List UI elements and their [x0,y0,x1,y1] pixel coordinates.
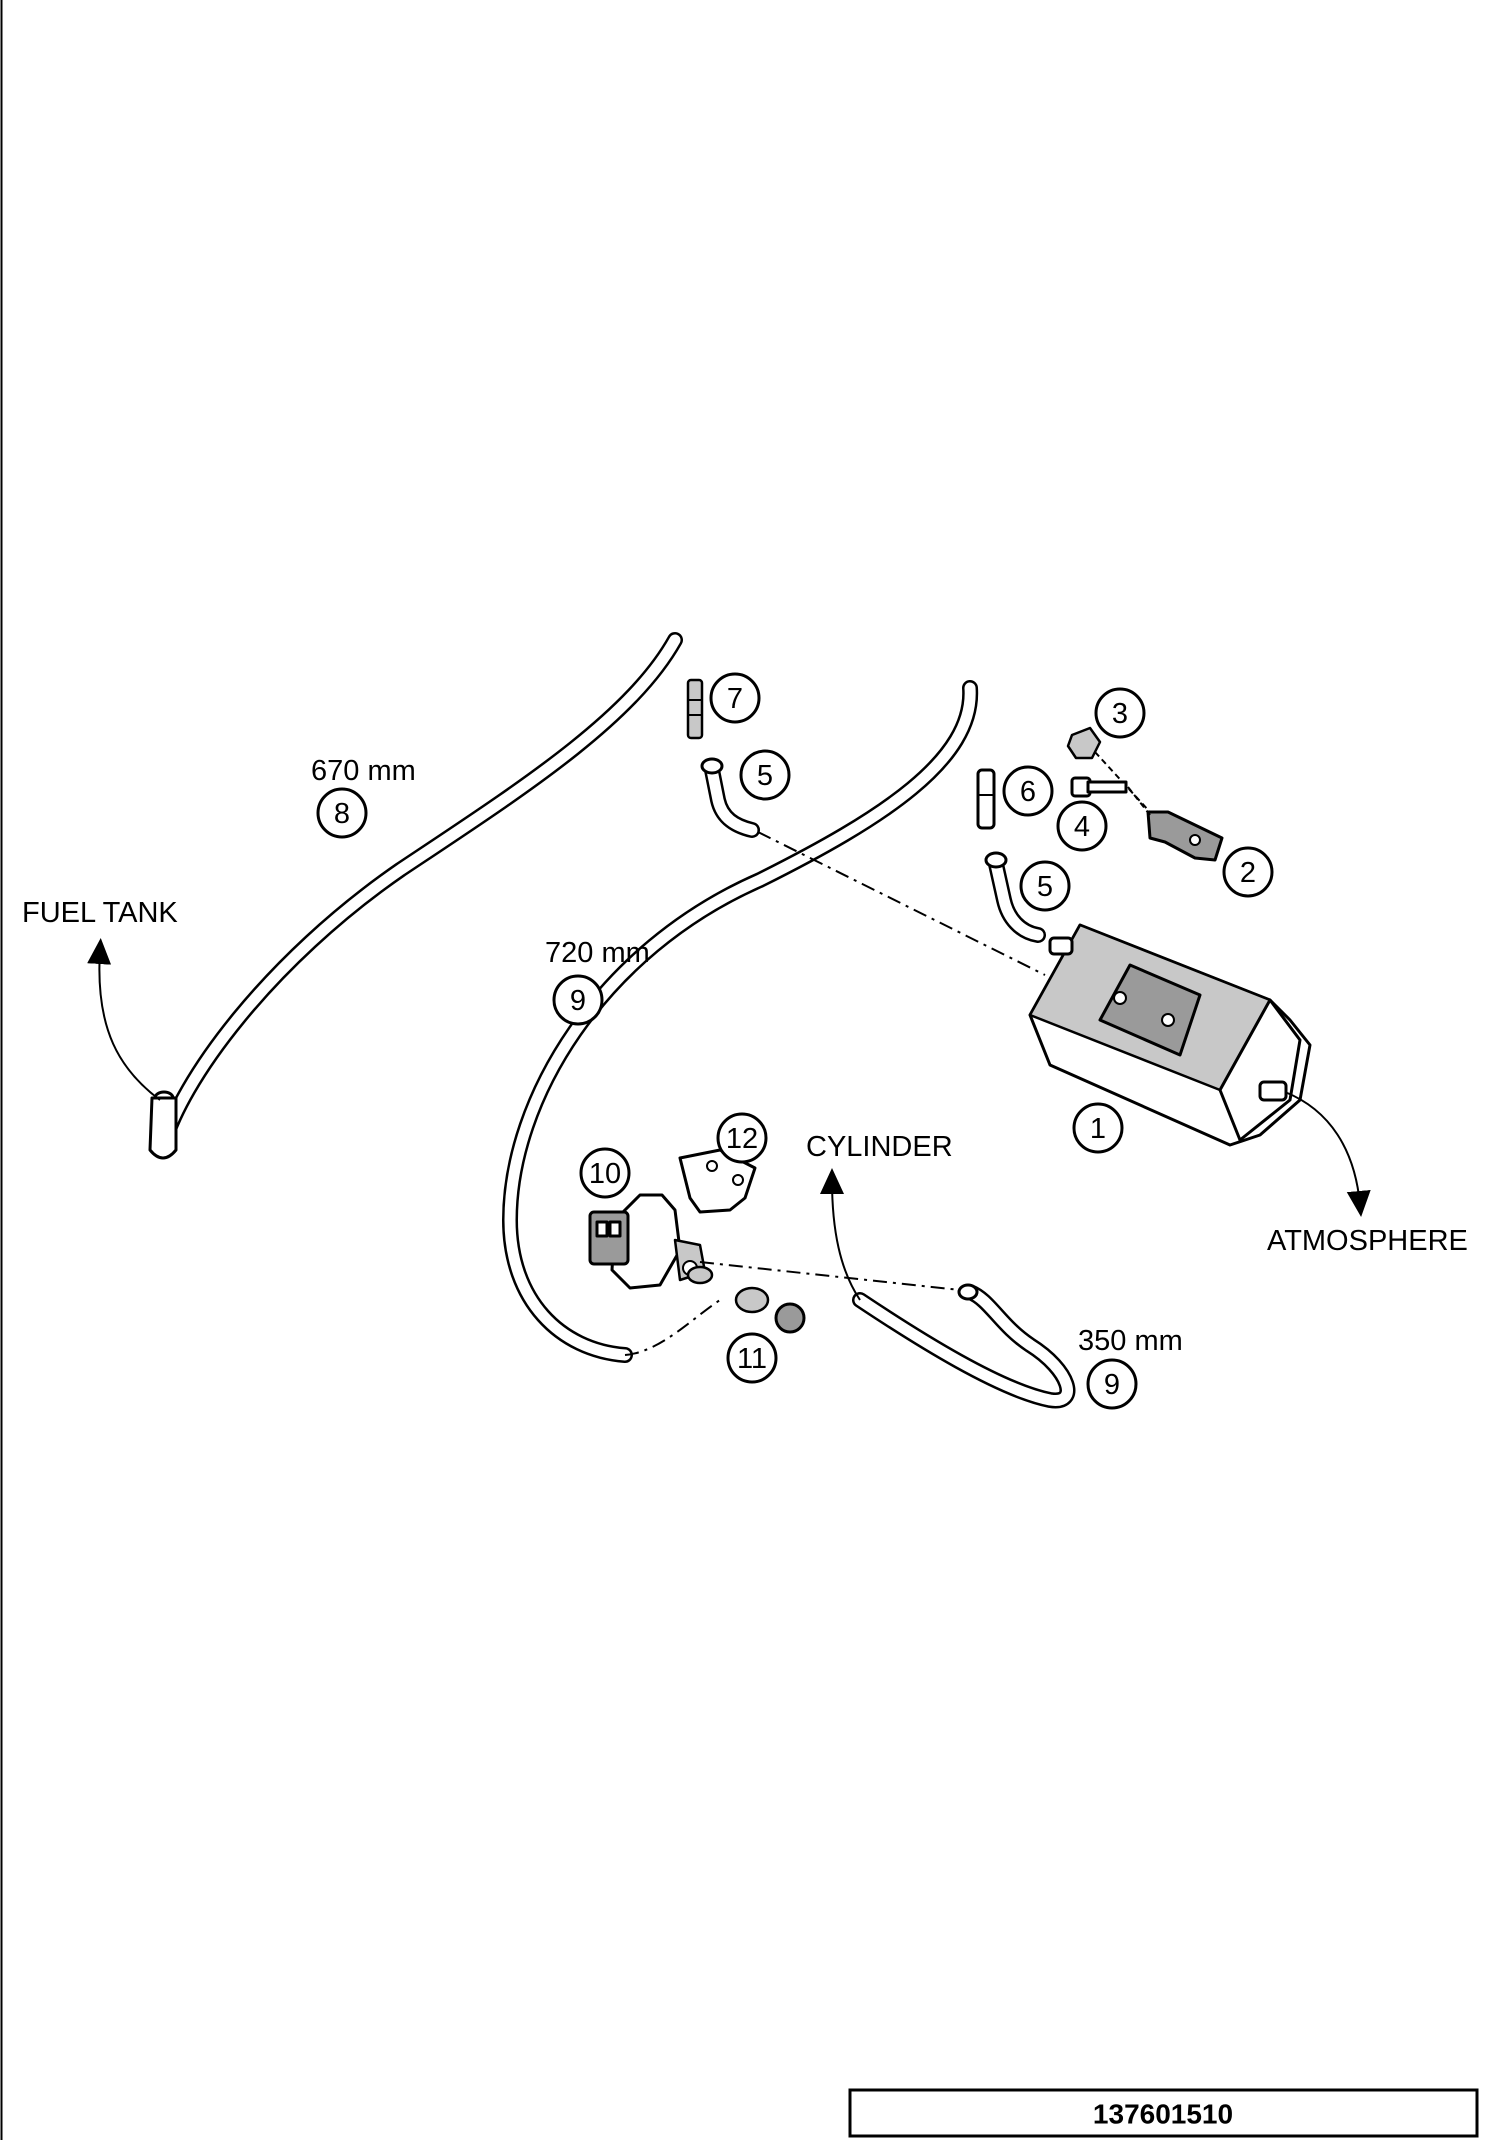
elbow-hose-lower [984,851,1046,943]
svg-text:1: 1 [1090,1113,1106,1145]
document-number-box: 137601510 [848,2088,1479,2138]
svg-text:7: 7 [727,683,743,715]
atmosphere-arrow [1284,1091,1371,1217]
svg-text:12: 12 [726,1123,758,1155]
hose-350mm [852,1283,1076,1409]
screw [1070,776,1151,816]
callout-2: 2 [1222,846,1274,898]
connector-check [686,678,704,740]
callout-4: 4 [1056,800,1108,852]
callout-5-upper: 5 [739,749,791,801]
fuel-tank-arrow [87,938,161,1101]
callout-6: 6 [1002,765,1054,817]
callout-8: 8 [316,787,368,839]
purge-valve [588,1193,714,1290]
leader-elbow-canister [757,831,1046,976]
svg-text:5: 5 [1037,871,1053,903]
leader-valve-hose [699,1261,961,1291]
dimension-720mm: 720 mm [545,937,650,969]
svg-text:5: 5 [757,760,773,792]
callout-5-lower: 5 [1019,860,1071,912]
charcoal-canister [1028,923,1312,1147]
svg-text:3: 3 [1112,698,1128,730]
dimension-670mm: 670 mm [311,755,416,787]
label-atmosphere: ATMOSPHERE [1267,1225,1468,1257]
svg-text:9: 9 [570,985,586,1017]
bracket [1146,810,1224,862]
callout-9-lower: 9 [1086,1358,1138,1410]
svg-text:2: 2 [1240,857,1256,889]
svg-text:10: 10 [589,1158,621,1190]
svg-text:6: 6 [1020,776,1036,808]
svg-text:4: 4 [1074,811,1090,843]
callout-11: 11 [726,1332,778,1384]
callout-1: 1 [1072,1102,1124,1154]
callout-7: 7 [709,672,761,724]
leader-hose720-valve [624,1299,721,1356]
hose-clip [734,1286,806,1334]
svg-text:11: 11 [737,1343,767,1375]
cylinder-arrow [820,1168,861,1301]
hose-670mm [148,632,683,1160]
callout-10: 10 [579,1147,631,1199]
connector-straight [976,768,996,830]
dimension-350mm: 350 mm [1078,1325,1183,1357]
svg-text:9: 9 [1104,1369,1120,1401]
elbow-hose-upper [700,757,760,838]
callout-9-upper: 9 [552,974,604,1026]
svg-text:8: 8 [334,798,350,830]
callout-3: 3 [1094,687,1146,739]
label-cylinder: CYLINDER [806,1131,953,1163]
callout-12: 12 [716,1112,768,1164]
document-number: 137601510 [1093,2099,1233,2130]
label-fuel-tank: FUEL TANK [22,897,178,929]
